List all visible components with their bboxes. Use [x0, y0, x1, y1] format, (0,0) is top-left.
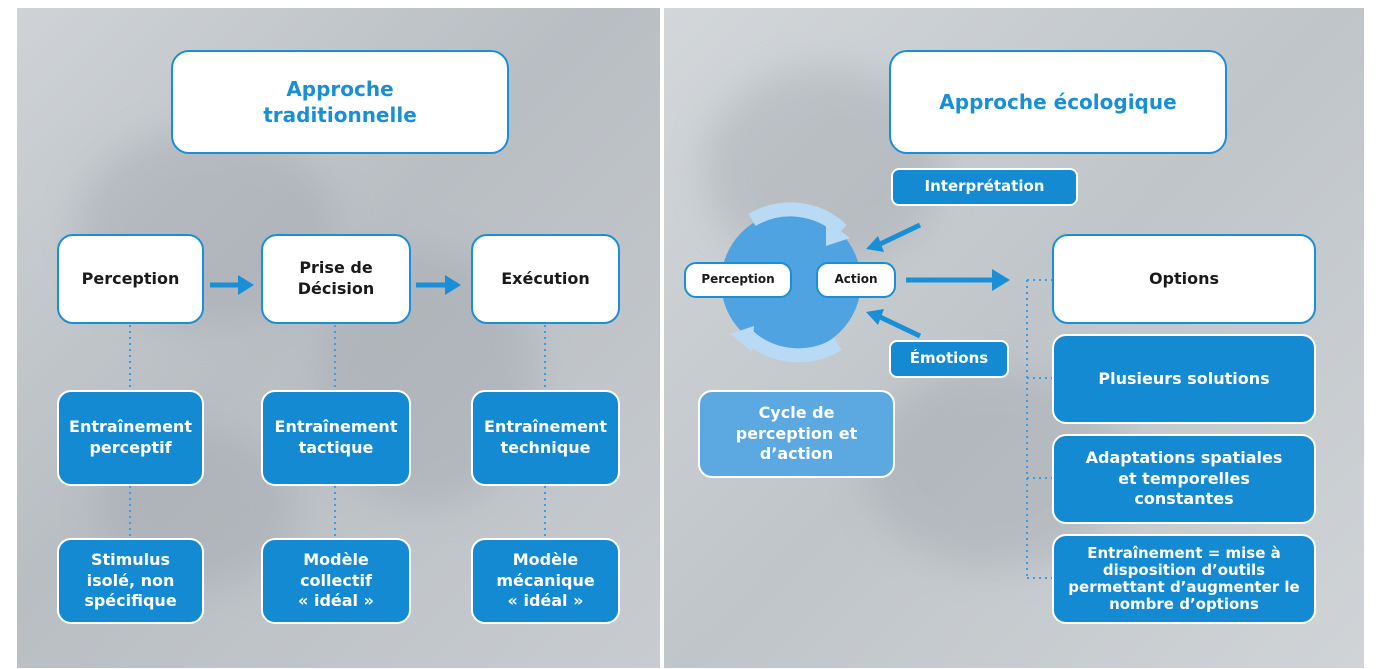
training-perceptive: Entraînement perceptif [57, 390, 204, 486]
panel-divider [660, 8, 664, 668]
stage-perception: Perception [57, 234, 204, 324]
dotted-connectors-left [129, 325, 546, 538]
interpretation-tag: Interprétation [891, 168, 1078, 206]
option-training-tools: Entraînement = mise à disposition d’outi… [1052, 534, 1316, 624]
arrow-interpretation-to-action [866, 222, 922, 252]
emotions-tag: Émotions [889, 340, 1009, 378]
model-isolated-stimulus: Stimulus isolé, non spécifique [57, 538, 204, 624]
traditional-approach-title: Approche traditionnelle [171, 50, 509, 154]
arrow-perception-to-decision [210, 275, 254, 295]
arrow-emotions-to-action [866, 309, 922, 339]
cycle-action-label: Action [816, 262, 896, 298]
training-technical: Entraînement technique [471, 390, 620, 486]
model-collective: Modèle collectif « idéal » [261, 538, 411, 624]
option-adaptations: Adaptations spatiales et temporelles con… [1052, 434, 1316, 524]
stage-decision: Prise de Décision [261, 234, 411, 324]
option-several-solutions: Plusieurs solutions [1052, 334, 1316, 424]
model-mechanical: Modèle mécanique « idéal » [471, 538, 620, 624]
cycle-perception-label: Perception [684, 262, 792, 298]
cycle-caption: Cycle de perception et d’action [698, 390, 895, 478]
dotted-connectors-right [1026, 279, 1052, 579]
stage-execution: Exécution [471, 234, 620, 324]
arrow-decision-to-execution [416, 275, 461, 295]
options-box: Options [1052, 234, 1316, 324]
arrow-action-to-options [906, 269, 1010, 291]
training-tactical: Entraînement tactique [261, 390, 411, 486]
ecological-approach-title: Approche écologique [889, 50, 1227, 154]
